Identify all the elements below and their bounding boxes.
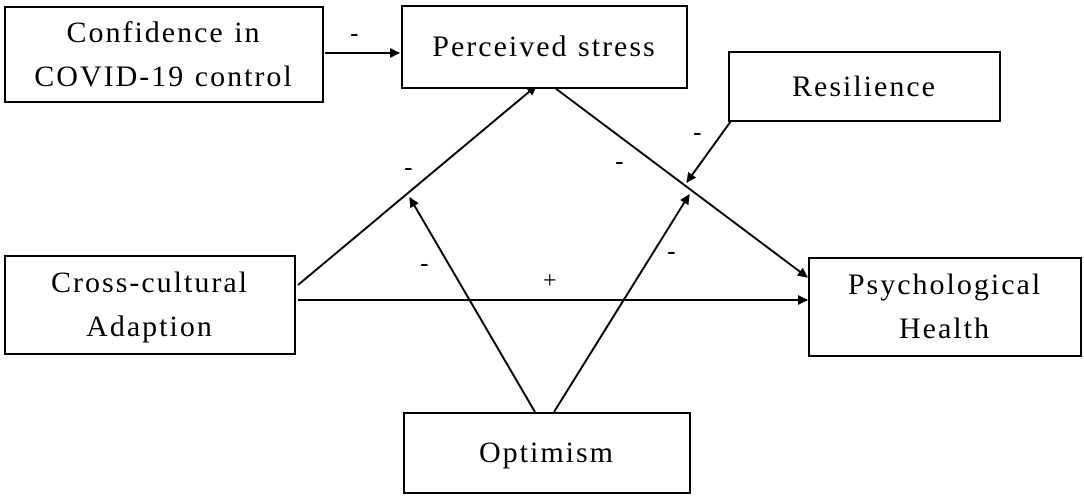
node-resilience: Resilience — [728, 51, 1001, 122]
arrow-adaption-to-stress — [297, 85, 537, 286]
node-confidence: Confidence in COVID-19 control — [4, 6, 324, 103]
node-cross-cultural-adaption: Cross-cultural Adaption — [4, 255, 296, 355]
arrow-stress-to-health — [554, 87, 808, 278]
node-health-line2: Health — [899, 312, 991, 345]
node-perceived-stress: Perceived stress — [401, 5, 688, 89]
sign-optimism-moderation-right: - — [667, 236, 676, 266]
sign-confidence-to-stress: - — [350, 18, 359, 48]
node-confidence-line1: Confidence in — [66, 15, 262, 49]
node-psychological-health: Psychological Health — [808, 257, 1082, 357]
sign-adaption-to-stress: - — [404, 152, 413, 182]
arrow-optimism-moderation-left — [409, 197, 536, 413]
node-confidence-line2: COVID-19 control — [34, 59, 294, 93]
node-adaption-line1: Cross-cultural — [51, 266, 249, 299]
node-perceived-stress-label: Perceived stress — [432, 30, 657, 63]
arrow-optimism-moderation-right — [553, 194, 690, 413]
sign-resilience-moderation: - — [693, 117, 702, 147]
node-adaption-line2: Adaption — [86, 310, 214, 343]
node-resilience-label: Resilience — [792, 69, 937, 103]
node-optimism: Optimism — [403, 412, 691, 494]
node-optimism-label: Optimism — [478, 436, 615, 469]
sign-stress-to-health: - — [615, 146, 624, 176]
sign-optimism-moderation-left: - — [420, 248, 429, 278]
arrow-resilience-moderation — [686, 120, 732, 183]
sign-adaption-to-health: + — [543, 268, 557, 294]
node-health-line1: Psychological — [847, 268, 1043, 301]
